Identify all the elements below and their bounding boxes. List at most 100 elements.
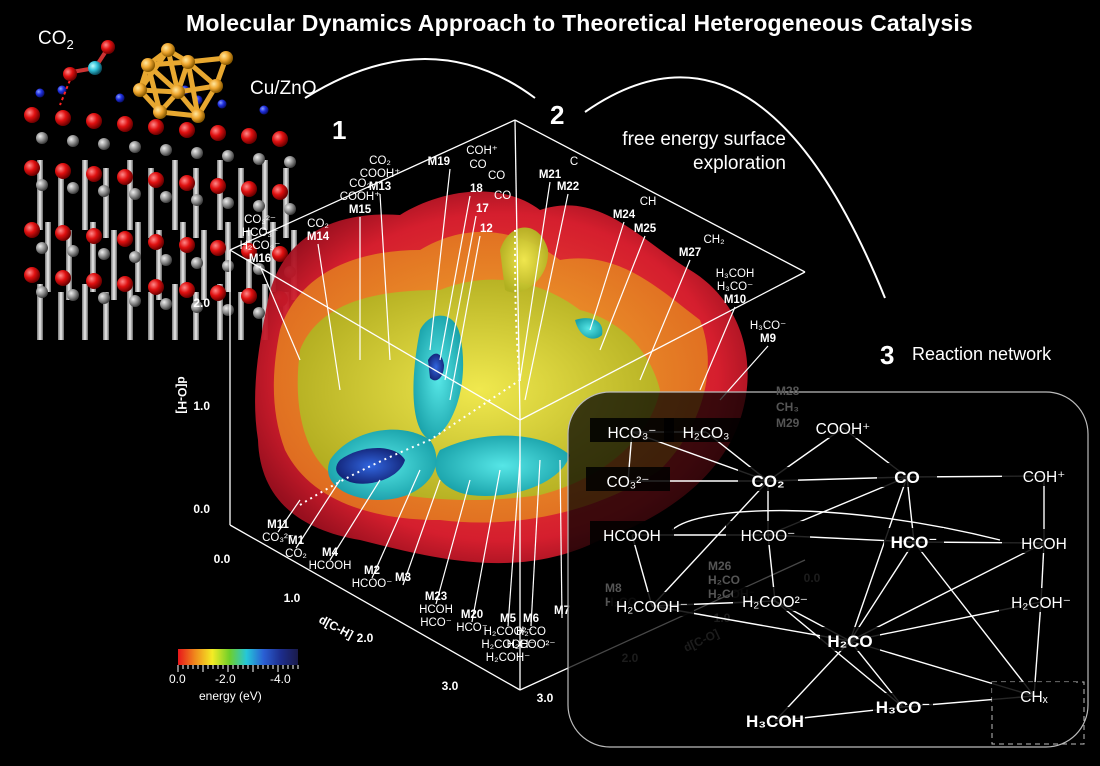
zinc-atom — [191, 301, 203, 313]
minimum-M22: M22 — [557, 181, 579, 193]
bond-stick — [58, 168, 64, 238]
zinc-atom — [191, 147, 203, 159]
minimum-M14: M14 — [307, 231, 330, 243]
bond-stick — [111, 230, 117, 300]
minimum-M13: M13 — [369, 181, 391, 193]
faded-label-3: H₂CO — [708, 573, 740, 587]
oxygen-atom — [86, 113, 102, 129]
x-tick-1: 1.0 — [284, 591, 301, 605]
node-bg-CO — [877, 463, 937, 487]
node-bg-CO3 — [586, 467, 670, 491]
hydrogen-atom — [35, 88, 45, 98]
node-bg-HCO3 — [590, 418, 674, 442]
node-CO2: CO₂ — [751, 472, 784, 491]
oxygen-atom — [148, 119, 164, 135]
zinc-atom — [129, 251, 141, 263]
colorbar-tick-0: 0.0 — [169, 672, 186, 686]
leader-M5 — [507, 459, 521, 627]
bond-stick — [127, 284, 133, 340]
faded-label-5: M28 — [776, 384, 800, 398]
zinc-atom — [129, 295, 141, 307]
species-M5-1: H₂COOH⁻ — [481, 639, 534, 651]
node-bg-H2CO3 — [664, 418, 748, 442]
zinc-atom — [129, 188, 141, 200]
node-bg-HCOOH — [590, 521, 674, 545]
zinc-atom — [98, 185, 110, 197]
zinc-atom — [253, 200, 265, 212]
copper-atom — [209, 79, 223, 93]
colorbar-tick-1: -2.0 — [215, 672, 236, 686]
node-CO: CO — [894, 468, 920, 487]
species-M1-0: CO₂ — [285, 548, 307, 560]
minimum-M20: M20 — [461, 609, 483, 621]
bond-stick — [283, 168, 289, 238]
oxygen-atom — [24, 160, 40, 176]
oxygen-atom — [272, 184, 288, 200]
basin-cyan-3 — [435, 435, 570, 496]
node-COOH: COOH⁺ — [816, 421, 871, 438]
bond-stick — [180, 222, 186, 292]
bond-stick — [217, 160, 223, 230]
zinc-atom — [253, 307, 265, 319]
basin-cyan-4 — [575, 318, 603, 339]
species-18-0: CO — [488, 170, 505, 182]
zinc-atom — [160, 144, 172, 156]
leader-M11 — [277, 499, 301, 533]
oxygen-atom — [210, 285, 226, 301]
oxygen-atom — [179, 122, 195, 138]
bond-stick — [193, 292, 199, 340]
species-M5-2: H₂COH⁻ — [486, 652, 530, 664]
catalyst-label: Cu/ZnO — [250, 78, 317, 99]
species-M13-1: COOH⁺ — [360, 168, 401, 180]
node-HCOH: HCOH — [1021, 536, 1067, 553]
leader-M3 — [402, 479, 441, 586]
minimum-M27: M27 — [679, 247, 701, 259]
node-bg-H2COO — [733, 587, 817, 611]
bond-stick — [37, 284, 43, 340]
minimum-M23: M23 — [425, 591, 447, 603]
minimum-M10: M10 — [724, 294, 746, 306]
minimum-M3: M3 — [395, 572, 411, 584]
zinc-atom — [160, 254, 172, 266]
minimum-M9: M9 — [760, 333, 776, 345]
node-H3COH: H₃COH — [746, 712, 804, 731]
leader-M23 — [435, 479, 471, 605]
minimum-M11: M11 — [267, 519, 289, 531]
x-tick-2: 2.0 — [357, 631, 374, 645]
node-H2COOH: H₂COOH⁻ — [616, 599, 688, 616]
zinc-atom — [222, 304, 234, 316]
species-M27-0: CH₂ — [703, 234, 724, 246]
copper-atom — [181, 55, 195, 69]
zinc-atom — [222, 260, 234, 272]
species-M14-0: CO₂ — [307, 218, 329, 230]
copper-atom — [219, 51, 233, 65]
species-M9-0: H₃CO⁻ — [750, 320, 786, 332]
species-M13-0: CO₂ — [369, 155, 391, 167]
zinc-atom — [67, 135, 79, 147]
edge-HCO-H2CO — [849, 541, 915, 642]
bond-stick — [156, 230, 162, 300]
bond-stick — [103, 168, 109, 238]
leader-M4 — [329, 479, 381, 561]
bond-stick — [262, 160, 268, 230]
oxygen-atom — [117, 169, 133, 185]
step-1-number: 1 — [332, 115, 347, 145]
oxygen-atom — [55, 110, 71, 126]
step-3-label: Reaction network — [912, 344, 1052, 364]
zinc-atom — [160, 298, 172, 310]
node-bg-HCOO — [726, 521, 810, 545]
leader-12 — [449, 235, 481, 401]
node-bg-CHx — [992, 682, 1076, 706]
oxygen-atom — [24, 222, 40, 238]
zinc-atom — [36, 132, 48, 144]
edge-arc-hcooh-hcoh — [671, 509, 1001, 541]
bond-stick — [238, 168, 244, 238]
minimum-17: 17 — [476, 203, 489, 215]
minimum-M5: M5 — [500, 613, 517, 625]
y-tick-2: 2.0 — [193, 296, 210, 310]
hydrogen-atom — [217, 99, 227, 109]
oxygen-atom — [148, 234, 164, 250]
edge-CO2-H2COOH — [651, 480, 769, 607]
